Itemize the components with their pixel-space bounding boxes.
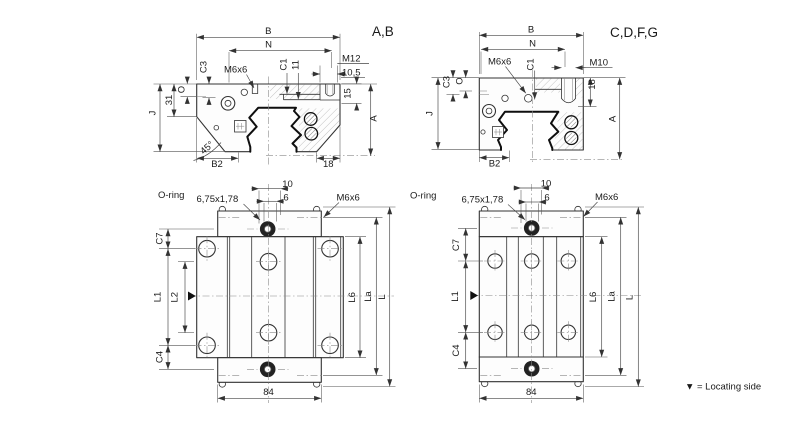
dim-label-6: 6	[283, 193, 288, 204]
dim-label-c3: C3	[199, 61, 210, 73]
dim-label-m6x6: M6x6	[488, 57, 511, 68]
dim-label-c7: C7	[451, 239, 462, 251]
dim-label-c1: C1	[526, 58, 537, 70]
dim-label-b2: B2	[211, 159, 223, 170]
plan-view-cdfg: O-ring 6,75x1,78 10 6 M6x6 C7 L1 L6 La L…	[410, 179, 644, 403]
dim-label-11: 11	[291, 60, 302, 70]
dim-label-105: 10,5	[342, 68, 361, 79]
dimensions-ab	[153, 33, 377, 163]
legend: ▼ = Locating side	[685, 382, 761, 393]
dim-label-n: N	[265, 40, 272, 51]
dim-label-84: 84	[526, 387, 537, 398]
hatch-region	[536, 78, 560, 93]
dim-label-l1: L1	[450, 291, 461, 302]
oring-size-label: 6,75x1,78	[197, 194, 239, 205]
dim-label-6: 6	[544, 193, 549, 204]
small-hole	[480, 129, 486, 135]
m6x6-port	[524, 94, 533, 103]
dim-label-c7: C7	[155, 232, 166, 244]
dim-label-18: 18	[587, 79, 598, 90]
dim-label-10: 10	[282, 179, 293, 190]
dim-label-10: 10	[541, 179, 552, 190]
dim-label-j: J	[425, 111, 436, 116]
section-view-ab: A,B B N M12 10,5 C3 M6x6 C1 11 15 O 31 J…	[148, 24, 394, 170]
plan-view-ab: O-ring 6,75x1,78 10 6 M6x6 C7 L1 L2 L6 L…	[153, 179, 396, 403]
locating-side-triangle-icon	[470, 291, 478, 300]
dim-label-j: J	[148, 110, 159, 115]
dim-label-n: N	[529, 39, 536, 50]
small-hole	[501, 94, 509, 102]
dim-label-m6x6: M6x6	[595, 192, 618, 203]
dim-label-m6x6: M6x6	[224, 65, 247, 76]
dim-label-o: O	[455, 77, 466, 84]
view-title-ab: A,B	[372, 24, 394, 39]
mounting-holes	[194, 236, 343, 358]
rail-channel-profile	[246, 106, 302, 153]
dim-label-l2: L2	[170, 292, 181, 303]
dimensions-cdfg	[431, 32, 626, 162]
dim-label-la: La	[607, 291, 618, 302]
hatch-region	[299, 108, 340, 151]
rail-channel-profile	[497, 110, 560, 151]
dimensions-plan-ab	[159, 186, 396, 403]
dim-label-m6x6: M6x6	[337, 193, 360, 204]
locating-side-triangle-icon	[188, 291, 196, 301]
ball-return-bores	[564, 115, 579, 146]
oring-size-label: 6,75x1,78	[462, 195, 504, 206]
dim-label-c4: C4	[155, 351, 166, 363]
oring-label: O-ring	[158, 190, 184, 201]
m6x6-hole	[251, 84, 259, 94]
dim-label-m10: M10	[590, 58, 608, 69]
oring-label: O-ring	[410, 191, 436, 202]
ball-return-bores	[303, 112, 319, 141]
dim-label-31: 31	[164, 95, 175, 106]
dim-label-c3: C3	[442, 76, 453, 88]
section-view-cdfg: C,D,F,G B N M6x6 C1 M10 C3 O 18 J A B2	[425, 25, 659, 170]
dim-label-l6: L6	[588, 292, 599, 303]
dim-label-la: La	[363, 291, 374, 302]
dim-label-c4: C4	[451, 344, 462, 356]
dim-label-15: 15	[343, 88, 354, 99]
legend-text: = Locating side	[697, 382, 761, 393]
dim-label-84: 84	[263, 387, 274, 398]
dim-label-b2: B2	[489, 159, 501, 170]
dim-label-o: O	[177, 86, 188, 93]
dim-label-a: A	[369, 115, 380, 122]
dim-label-m12: M12	[342, 54, 360, 65]
mounting-holes	[484, 250, 580, 344]
m12-tapped-hole	[325, 83, 335, 97]
locating-triangle-icon: ▼	[685, 382, 694, 393]
dim-label-l: L	[377, 294, 388, 299]
dim-label-c1: C1	[279, 58, 290, 70]
view-title-cdfg: C,D,F,G	[610, 25, 658, 40]
dim-label-18: 18	[323, 159, 334, 170]
lube-fitting-symbol	[492, 126, 504, 138]
angle-arc	[193, 142, 222, 161]
hatch-region	[270, 84, 319, 99]
dim-label-l: L	[625, 295, 636, 300]
dimensions-plan-cdfg	[458, 185, 644, 403]
small-hole	[213, 124, 219, 131]
dim-label-b: B	[528, 25, 534, 36]
hatch-region	[575, 78, 583, 98]
dim-label-l1: L1	[153, 292, 164, 303]
dim-label-45deg: 45°	[198, 139, 216, 157]
dim-label-l6: L6	[347, 292, 358, 303]
dim-label-a: A	[608, 115, 619, 122]
dim-label-b: B	[265, 26, 271, 37]
m10-tapped-hole	[561, 77, 576, 104]
lube-fitting-symbol	[234, 120, 247, 133]
small-hole	[240, 88, 248, 96]
